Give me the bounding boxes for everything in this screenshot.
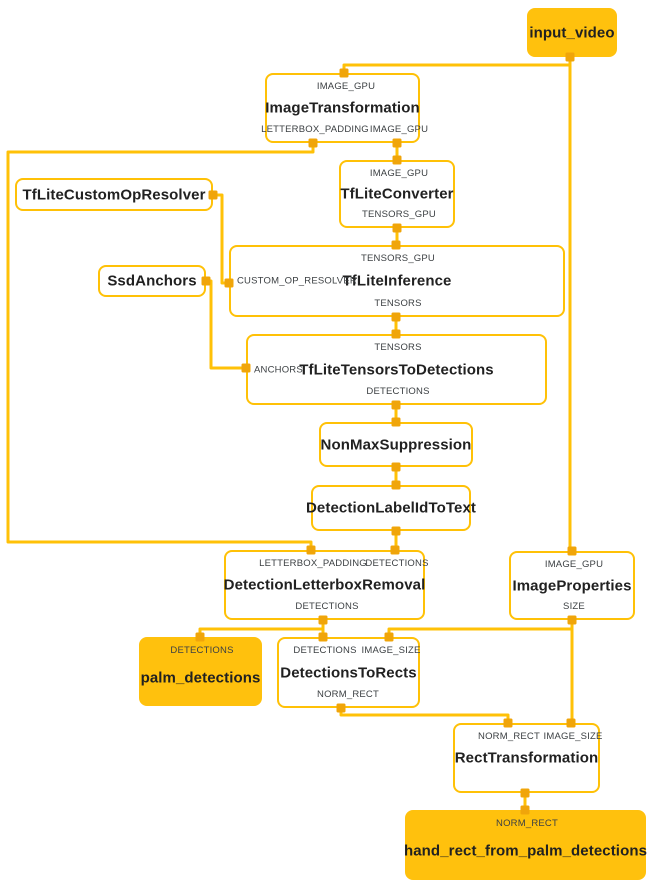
node-title: input_video — [529, 24, 615, 41]
input-port-label: IMAGE_GPU — [544, 559, 604, 570]
node-palm_detections[interactable]: palm_detections DETECTIONS — [139, 637, 262, 706]
edge-5 — [213, 193, 229, 285]
input-port-label: DETECTIONS — [365, 558, 429, 569]
node-DetectionsToRects[interactable]: DetectionsToRects DETECTIONS IMAGE_SIZE NOR… — [277, 637, 420, 708]
input-port-label: IMAGE_GPU — [316, 81, 376, 92]
node-title: DetectionLetterboxRemoval — [223, 576, 426, 594]
side-port-label: CUSTOM_OP_RESOLVER — [237, 275, 357, 287]
edge-15 — [339, 708, 510, 723]
node-title: ImageTransformation — [265, 99, 420, 117]
output-port-label: DETECTIONS — [295, 601, 359, 612]
node-ImageProperties[interactable]: ImageProperties IMAGE_GPU SIZE — [509, 551, 635, 620]
node-DetectionLetterboxRemoval[interactable]: DetectionLetterboxRemoval LETTERBOX_PADDI… — [223, 550, 429, 620]
edge-1 — [342, 63, 570, 73]
output-port-label: TENSORS_GPU — [362, 209, 436, 220]
node-DetectionLabelIdToText[interactable]: DetectionLabelIdToText — [306, 485, 476, 531]
input-port-label: IMAGE_SIZE — [543, 731, 603, 742]
input-port-label: TENSORS — [374, 342, 422, 353]
edge-14 — [387, 627, 572, 637]
node-title: TfLiteInference — [342, 272, 452, 290]
node-title: RectTransformation — [454, 749, 599, 767]
output-port-label: IMAGE_GPU — [369, 124, 429, 135]
input-port-label: DETECTIONS — [170, 645, 234, 656]
output-port-label: TENSORS — [374, 298, 422, 309]
node-TfLiteConverter[interactable]: TfLiteConverter IMAGE_GPU TENSORS_GPU — [339, 160, 455, 228]
node-title: TfLiteConverter — [340, 185, 454, 203]
node-title: ImageProperties — [512, 577, 632, 594]
output-port-label: NORM_RECT — [317, 689, 379, 700]
node-title: DetectionLabelIdToText — [306, 499, 476, 517]
node-title: TfLiteTensorsToDetections — [299, 361, 494, 378]
input-port-label: DETECTIONS — [293, 645, 357, 656]
node-title: TfLiteCustomOpResolver — [22, 186, 206, 203]
output-port-label: DETECTIONS — [366, 386, 430, 397]
node-hand_rect_from_palm_detections[interactable]: hand_rect_from_palm_detections NORM_RECT — [403, 810, 648, 880]
input-port-label: LETTERBOX_PADDING — [259, 558, 367, 569]
node-NonMaxSuppression[interactable]: NonMaxSuppression — [319, 422, 473, 467]
node-input_video[interactable]: input_video — [527, 8, 617, 57]
node-TfLiteInference[interactable]: TfLiteInference TENSORS_GPU TENSORS CUSTOM_… — [229, 245, 565, 317]
edge-12 — [198, 627, 323, 637]
node-title: SsdAnchors — [107, 272, 197, 290]
input-port-label: IMAGE_GPU — [369, 168, 429, 179]
node-title: NonMaxSuppression — [320, 436, 472, 453]
output-port-label: LETTERBOX_PADDING — [261, 124, 369, 135]
side-port-label: ANCHORS — [254, 364, 303, 375]
node-title: palm_detections — [140, 669, 261, 686]
node-TfLiteTensorsToDetections[interactable]: TfLiteTensorsToDetections TENSORS DETECTIO… — [246, 334, 547, 405]
output-port-label: SIZE — [563, 601, 585, 612]
input-port-label: NORM_RECT — [496, 818, 558, 829]
node-title: DetectionsToRects — [280, 664, 417, 681]
node-title: hand_rect_from_palm_detections — [403, 842, 648, 860]
node-TfLiteCustomOpResolver[interactable]: TfLiteCustomOpResolver — [15, 178, 213, 211]
input-port-label: TENSORS_GPU — [361, 253, 435, 264]
input-port-label: IMAGE_SIZE — [361, 645, 421, 656]
input-port-label: NORM_RECT — [478, 731, 540, 742]
node-SsdAnchors[interactable]: SsdAnchors — [98, 265, 206, 297]
